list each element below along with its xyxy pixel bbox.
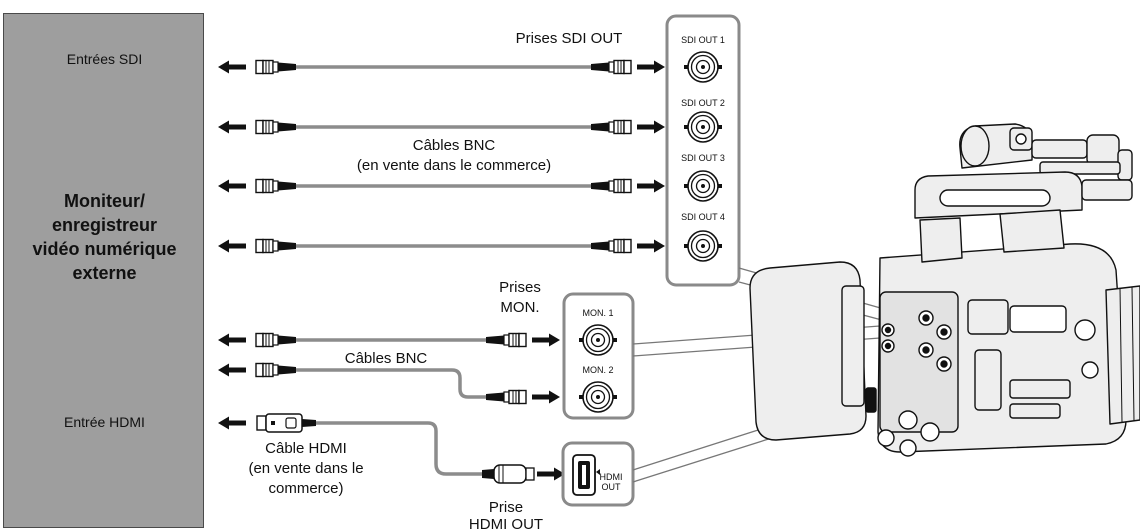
hdmi-jack-label-2: OUT [602,482,622,492]
hdmi-out-jack [572,454,596,496]
bnc-cables-mon-label: Câbles BNC [345,350,428,367]
sdi-out-4-label: SDI OUT 4 [681,212,725,222]
hdmi-out-label: Prise [489,499,523,516]
mon-2-label: MON. 2 [582,365,613,375]
monitor-title-line: Moniteur/ [64,191,145,211]
monitor-title-line: externe [72,263,137,283]
mon-1-label: MON. 1 [582,308,613,318]
mon-cable-2 [218,362,560,405]
sdi-out-panel [665,14,741,287]
camera-illustration [749,123,1140,457]
mon-cable-1 [218,332,560,348]
monitor-title-line: enregistreur [51,215,158,235]
sdi-out-3-label: SDI OUT 3 [681,153,725,163]
sdi-cable-3 [218,178,665,194]
hdmi-cable-label: Câble HDMI [265,440,347,457]
bnc-cables-sdi-label-2: (en vente dans le commerce) [357,157,551,174]
mon-jacks-label: Prises [499,279,541,296]
sdi-out-1-label: SDI OUT 1 [681,35,725,45]
mon-jacks-label-2: MON. [500,299,539,316]
sdi-cable-2 [218,119,665,135]
sdi-cable-1 [218,59,665,75]
hdmi-input-label: Entrée HDMI [64,414,145,430]
bnc-cables-sdi-label: Câbles BNC [413,137,496,154]
sdi-out-2-label: SDI OUT 2 [681,98,725,108]
monitor-title: Moniteur/ enregistreur vidéo numérique e… [4,189,205,285]
sdi-inputs-label: Entrées SDI [66,51,143,67]
hdmi-cable-label-3: commerce) [268,480,343,497]
monitor-title-line: vidéo numérique [32,239,177,259]
hdmi-cable-label-2: (en vente dans le [248,460,363,477]
hdmi-out-label-2: HDMI OUT [469,516,543,531]
hdmi-jack-label: HDMI [600,472,623,482]
sdi-cable-4 [218,238,665,254]
hdmi-cable [218,413,565,484]
external-monitor-recorder: Entrées SDI Moniteur/ enregistreur vidéo… [3,13,204,528]
sdi-out-jacks-label: Prises SDI OUT [516,30,623,47]
